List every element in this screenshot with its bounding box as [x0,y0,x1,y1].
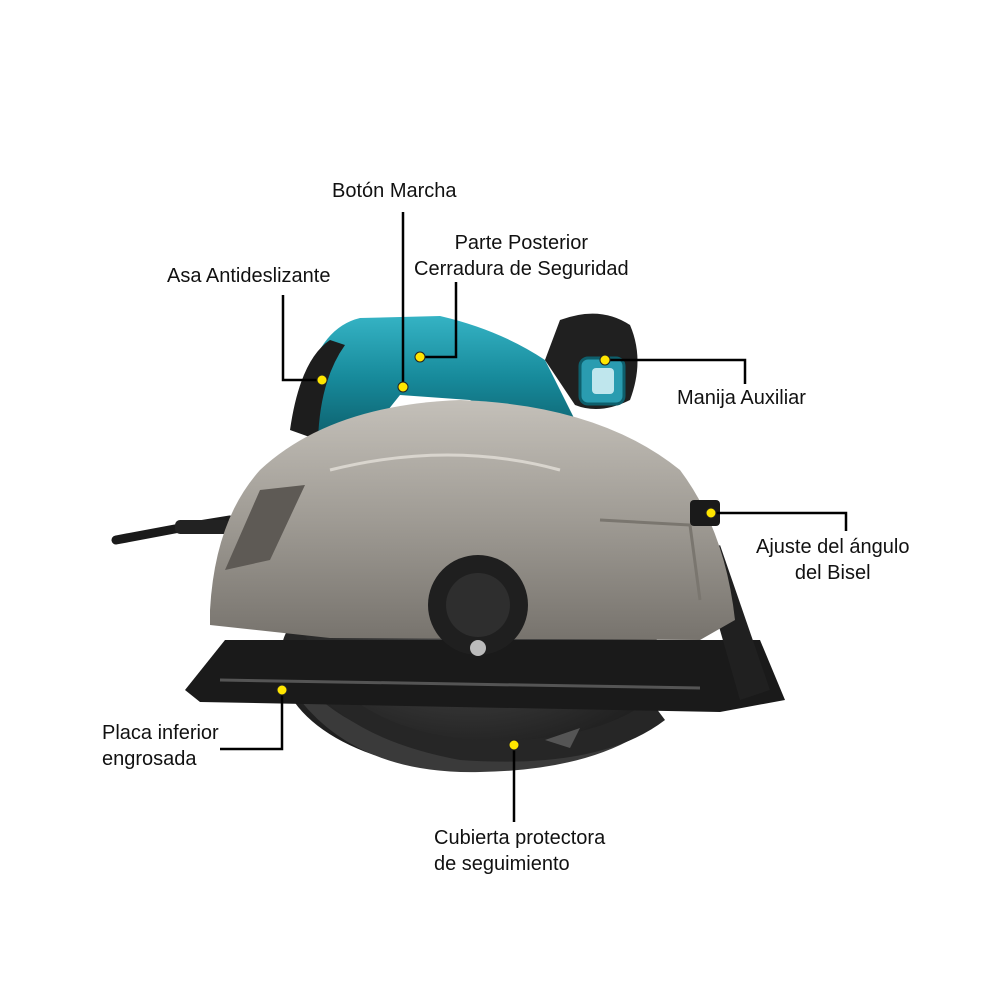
label-parte-posterior-line1: Parte Posterior [454,232,588,254]
markers [276,351,717,751]
label-placa-line2: engrosada [102,748,197,770]
label-boton-marcha-text: Botón Marcha [332,180,457,202]
label-ajuste: Ajuste del ángulo del Bisel [756,534,909,586]
marker-boton-marcha [397,381,409,393]
label-parte-posterior-line2: Cerradura de Seguridad [414,258,629,280]
label-asa-text: Asa Antideslizante [167,265,331,287]
bevel-knob [690,500,720,526]
arbor-nut [428,555,528,656]
marker-placa [276,684,288,696]
label-asa: Asa Antideslizante [167,263,330,289]
label-parte-posterior: Parte Posterior Cerradura de Seguridad [414,230,629,282]
label-ajuste-line1: Ajuste del ángulo [756,536,910,558]
lower-guard [285,620,665,762]
marker-parte-posterior [414,351,426,363]
leader-lines [220,212,848,822]
power-cord [111,515,235,545]
label-boton-marcha: Botón Marcha [332,178,457,204]
label-cubierta-line2: de seguimiento [434,853,570,875]
upper-guard [210,400,735,640]
label-manija: Manija Auxiliar [677,385,806,411]
marker-ajuste [705,507,717,519]
marker-asa [316,374,328,386]
marker-cubierta [508,739,520,751]
label-placa-line1: Placa inferior [102,722,219,744]
label-cubierta: Cubierta protectora de seguimiento [434,825,605,877]
label-cubierta-line1: Cubierta protectora [434,827,606,849]
label-ajuste-line2: del Bisel [794,562,871,584]
label-manija-text: Manija Auxiliar [677,387,806,409]
label-placa: Placa inferior engrosada [102,720,219,772]
marker-manija [599,354,611,366]
